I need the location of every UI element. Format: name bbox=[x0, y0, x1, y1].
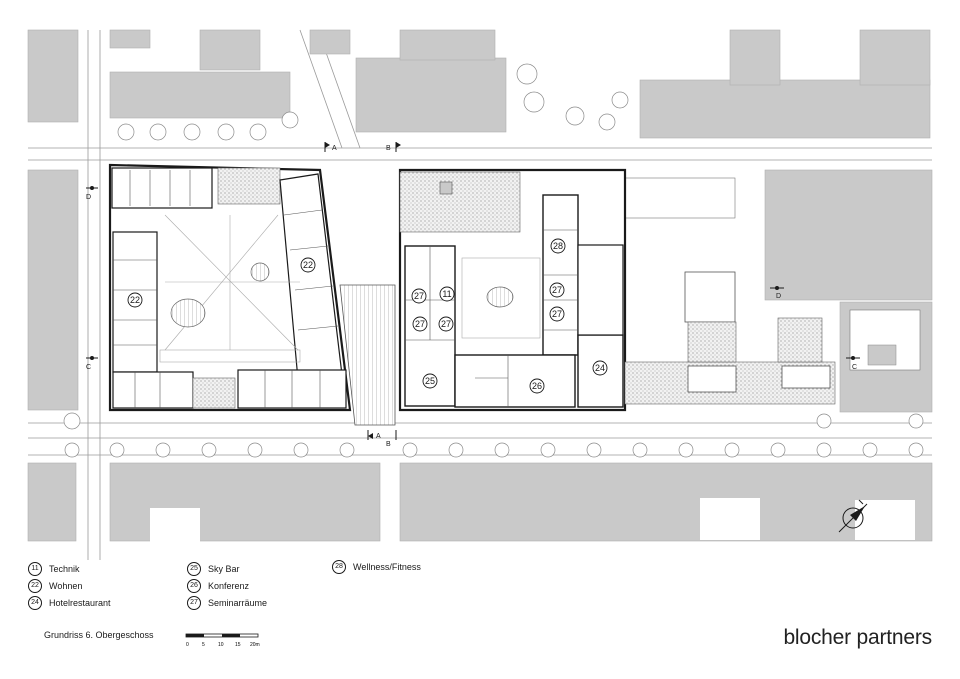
legend-label: Wohnen bbox=[49, 580, 83, 591]
svg-text:11: 11 bbox=[442, 289, 451, 299]
legend-item: 11 Technik bbox=[28, 560, 111, 577]
scale-bar: 0 5 10 15 20m bbox=[185, 633, 260, 648]
svg-text:27: 27 bbox=[441, 319, 451, 329]
left-building bbox=[108, 163, 352, 412]
legend-column-1: 11 Technik 22 Wohnen 24 Hotelrestaurant bbox=[28, 560, 111, 611]
room-number-badge: 24 bbox=[28, 595, 42, 610]
legend-item: 26 Konferenz bbox=[187, 577, 267, 594]
svg-text:27: 27 bbox=[552, 309, 562, 319]
svg-text:22: 22 bbox=[130, 295, 140, 305]
scale-label: 15 bbox=[235, 642, 241, 648]
legend-column-3: 28 Wellness/Fitness bbox=[332, 558, 421, 575]
north-arrow-icon bbox=[838, 499, 868, 533]
room-label-22: 22 bbox=[300, 257, 316, 273]
svg-text:27: 27 bbox=[552, 285, 562, 295]
svg-text:25: 25 bbox=[425, 376, 435, 386]
legend-item: 27 Seminarräume bbox=[187, 594, 267, 611]
site-plan: 22 22 28 11 27 27 27 27 27 24 25 26 A B A B D C D C bbox=[27, 29, 933, 560]
plan-title: Grundriss 6. Obergeschoss bbox=[44, 630, 154, 640]
legend-item: 24 Hotelrestaurant bbox=[28, 594, 111, 611]
neighbor-buildings bbox=[27, 29, 933, 542]
legend-item: 22 Wohnen bbox=[28, 577, 111, 594]
scale-label: 20m bbox=[250, 642, 260, 648]
section-markers: A B A B D C D C bbox=[86, 142, 860, 448]
room-label-24: 24 bbox=[592, 360, 608, 376]
legend-label: Seminarräume bbox=[208, 597, 268, 608]
section-c-right: C bbox=[852, 364, 857, 371]
svg-text:27: 27 bbox=[414, 291, 424, 301]
room-number-badge: 25 bbox=[187, 561, 201, 576]
svg-text:26: 26 bbox=[532, 381, 542, 391]
room-label-27: 27 bbox=[549, 306, 565, 322]
brand-logo: blocher partners bbox=[783, 626, 932, 649]
legend-item: 28 Wellness/Fitness bbox=[332, 558, 421, 575]
room-label-11: 11 bbox=[439, 286, 455, 302]
scale-label: 0 bbox=[186, 642, 189, 648]
svg-text:28: 28 bbox=[553, 241, 563, 251]
streets bbox=[28, 29, 932, 560]
section-d-right: D bbox=[776, 293, 781, 300]
room-number-badge: 26 bbox=[187, 578, 201, 593]
legend-column-2: 25 Sky Bar 26 Konferenz 27 Seminarräume bbox=[187, 560, 267, 611]
room-label-27: 27 bbox=[412, 316, 428, 332]
terraces bbox=[624, 317, 836, 405]
svg-text:24: 24 bbox=[595, 363, 605, 373]
room-label-27: 27 bbox=[411, 288, 427, 304]
legend-label: Hotelrestaurant bbox=[49, 597, 111, 608]
svg-text:27: 27 bbox=[415, 319, 425, 329]
section-d-left: D bbox=[86, 194, 91, 201]
room-number-badge: 22 bbox=[28, 578, 42, 593]
scale-label: 10 bbox=[218, 642, 224, 648]
right-building bbox=[398, 168, 627, 412]
trees bbox=[63, 63, 924, 458]
room-number-badge: 11 bbox=[28, 561, 42, 576]
section-b-top: B bbox=[386, 145, 391, 152]
section-a-bottom: A bbox=[376, 433, 381, 440]
svg-text:22: 22 bbox=[303, 260, 313, 270]
room-label-27: 27 bbox=[549, 282, 565, 298]
room-number-badge: 27 bbox=[187, 595, 201, 610]
room-label-25: 25 bbox=[422, 373, 438, 389]
legend-item: 25 Sky Bar bbox=[187, 560, 267, 577]
scale-label: 5 bbox=[202, 642, 205, 648]
room-label-22: 22 bbox=[127, 292, 143, 308]
section-a-top: A bbox=[332, 145, 337, 152]
room-number-badge: 28 bbox=[332, 559, 346, 574]
room-label-28: 28 bbox=[550, 238, 566, 254]
legend-label: Sky Bar bbox=[208, 563, 240, 574]
room-labels: 22 22 28 11 27 27 27 27 27 24 25 26 bbox=[127, 238, 608, 394]
section-c-left: C bbox=[86, 364, 91, 371]
room-label-27: 27 bbox=[438, 316, 454, 332]
legend-label: Konferenz bbox=[208, 580, 250, 591]
section-b-bottom: B bbox=[386, 441, 391, 448]
bridge bbox=[339, 284, 396, 426]
legend-label: Wellness/Fitness bbox=[353, 561, 421, 572]
room-label-26: 26 bbox=[529, 378, 545, 394]
legend-label: Technik bbox=[49, 563, 80, 574]
